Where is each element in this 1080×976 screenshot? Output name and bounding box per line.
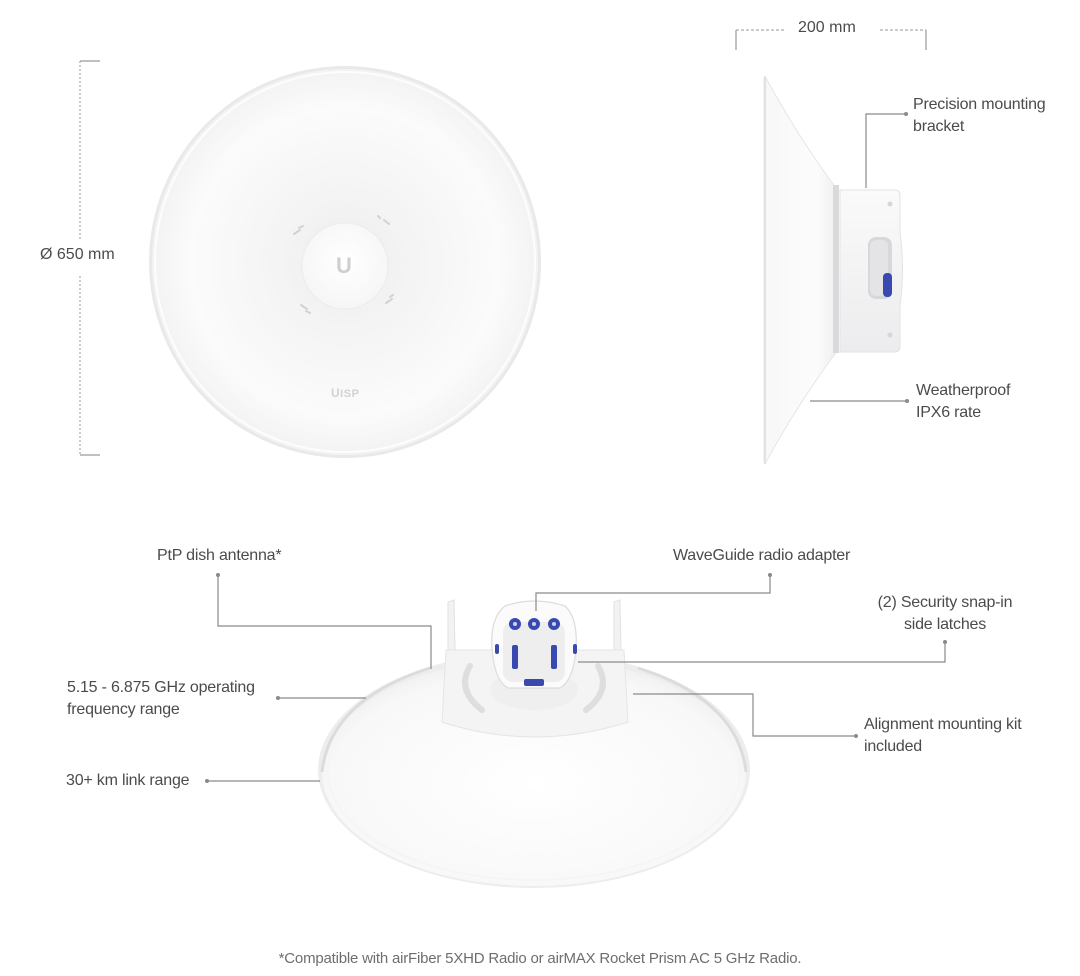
callout-line: Precision mounting [913,96,1046,113]
brand-mark: UISP [331,386,359,400]
callout-line: WaveGuide radio adapter [673,547,851,564]
callout-ptp-dish: PtP dish antenna* [157,545,282,567]
rear-view-dish [318,599,750,888]
callout-line: included [864,738,923,755]
callout-line: bracket [913,118,965,135]
callout-line: IPX6 rate [916,404,981,421]
callout-side-latches: (2) Security snap-in side latches [868,592,1022,636]
callout-line: frequency range [67,701,180,718]
compatibility-footnote: *Compatible with airFiber 5XHD Radio or … [278,950,802,967]
callout-weatherproof: Weatherproof IPX6 rate [916,380,1010,424]
callout-line: Alignment mounting kit [864,716,1022,733]
callout-frequency: 5.15 - 6.875 GHz operating frequency ran… [67,677,255,721]
rear-view-leader-lines [207,575,946,782]
side-view-dish [763,76,903,464]
callout-alignment-kit: Alignment mounting kit included [864,714,1022,758]
depth-label: 200 mm [798,19,856,36]
center-logo-icon: U [336,253,352,279]
center-logo-text: U [336,253,352,278]
brand-mark-text: ISP [340,388,360,400]
callout-line: PtP dish antenna* [157,547,282,564]
brand-u-icon: U [331,386,341,400]
callout-precision-bracket: Precision mounting bracket [913,94,1046,138]
callout-line: Weatherproof [916,382,1011,399]
callout-line: 5.15 - 6.875 GHz operating [67,679,255,696]
callout-line: (2) Security snap-in [877,594,1013,611]
diameter-label: Ø 650 mm [40,246,115,263]
side-view-leader-lines [810,113,906,402]
callout-link-range: 30+ km link range [66,770,190,792]
callout-waveguide: WaveGuide radio adapter [673,545,850,567]
callout-line: side latches [903,616,987,633]
callout-line: 30+ km link range [66,772,190,789]
